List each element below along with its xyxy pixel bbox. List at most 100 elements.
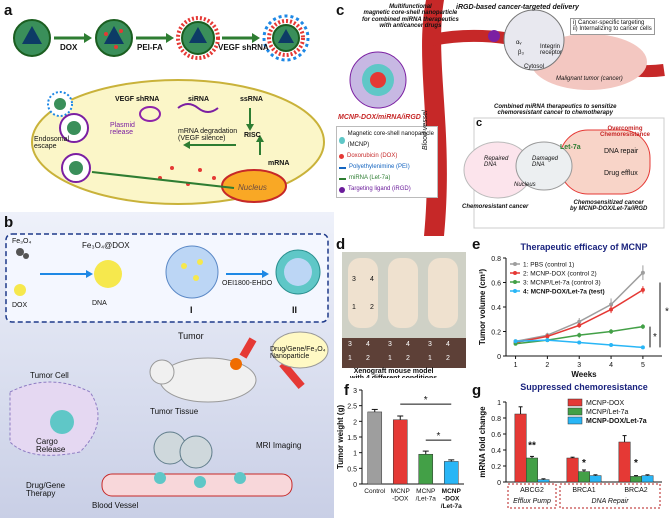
data-point (640, 324, 645, 329)
fe3o4-dox-label: Fe₃O₄@DOX (82, 241, 130, 250)
core-shell-icon (339, 136, 345, 144)
bar (630, 476, 642, 483)
chart-e: Therapeutic efficacy of MCNP00.20.40.60.… (478, 242, 669, 378)
mouse-num: 4 (370, 276, 374, 283)
delivery-title: iRGD-based cancer-targeted delivery (456, 4, 579, 11)
legend-text: Polyethylenimine (PEI) (349, 164, 410, 170)
nanoparticle-label: Drug/Gene/Fe₃O₄ Nanoparticle (270, 346, 326, 361)
dna-repair-label: DNA repair (604, 148, 639, 155)
legend-swatch (567, 416, 583, 425)
ssrna-label: ssRNA (240, 96, 263, 103)
legend-label: 4: MCNP-DOX/Let-7a (test) (523, 289, 605, 296)
x-tick-label: MCNP (416, 488, 435, 495)
np-core-icon (13, 19, 51, 57)
panel-d-label: d (336, 238, 346, 253)
tumor-cell-label: Tumor Cell (30, 371, 69, 380)
mrna-degradation-label: mRNA degradation (VEGF silence) (178, 128, 238, 143)
y-tick-label: 0.4 (491, 305, 501, 312)
d-caption: Xenograft mouse model with 4 different c… (350, 368, 437, 378)
chart-title: Therapeutic efficacy of MCNP (520, 242, 647, 252)
x-tick-label: /Let-7a (441, 503, 462, 510)
plasmid-icon (139, 106, 161, 122)
legend-label: MCNP-DOX (586, 400, 624, 407)
x-tick-label: BRCA2 (624, 487, 647, 494)
x-tick-label: 4 (609, 362, 613, 369)
mouse-photo: 3 4 1 2 (342, 252, 466, 338)
y-tick-label: 1 (353, 451, 357, 458)
y-tick-label: 0 (353, 482, 357, 489)
bar (526, 457, 538, 483)
legend-text: Doxorubicin (DOX) (347, 153, 398, 159)
panel-d: d 3 4 1 2 3 4 3 4 3 4 1 2 1 2 1 2 Xenogr… (334, 238, 469, 378)
blood-vessel-c-label: Blood vessel (422, 110, 429, 150)
legend-marker (513, 280, 517, 284)
x-tick-label: ABCG2 (520, 487, 544, 494)
mouse-num: 2 (370, 304, 374, 311)
np-shrna-icon (262, 14, 310, 62)
mouse-num: 3 (352, 276, 356, 283)
y-axis-label: Tumor weight (g) (336, 405, 345, 470)
stage-one-label: I (190, 305, 193, 315)
tumor-num: 1 (388, 355, 392, 362)
y-tick-label: 0 (497, 480, 501, 487)
nucleus-label: Nucleus (238, 183, 267, 192)
x-tick-label: MCNP (442, 488, 462, 495)
panel-b-diagram (5, 233, 329, 497)
chemoresistant-label: Chemoresistant cancer (462, 204, 529, 210)
legend-text: Magnetic core-shell nanoparticle (MCNP) (347, 131, 434, 148)
legend-text: Targeting ligand (iRGD) (348, 186, 411, 192)
y-tick-label: 0.6 (491, 432, 501, 439)
chart-title: Suppressed chemoresistance (520, 382, 648, 392)
tumor-num: 2 (446, 355, 450, 362)
cytosol-label: Cytosol (524, 64, 545, 70)
tumor-num: 4 (406, 341, 410, 348)
data-point (609, 307, 614, 312)
alpha-label: αᵥ (516, 40, 522, 46)
x-tick-label: 1 (514, 362, 518, 369)
np-dox-icon (95, 19, 133, 57)
panel-a: a (0, 0, 330, 210)
targeting-points: i) Cancer-specific targeting ii) Interna… (570, 18, 655, 35)
tumor-num: 1 (348, 355, 352, 362)
group-label: Efflux Pump (513, 498, 551, 505)
let7a-label: Let-7a (560, 144, 581, 151)
chemosensitized-label: Chemosensitized cancer by MCNP-DOX/Let-7… (570, 200, 648, 213)
legend-item: Targeting ligand (iRGD) (339, 184, 435, 195)
data-point (609, 342, 614, 347)
targeting-ligand-icon (339, 186, 345, 193)
sig-star: * (424, 395, 428, 406)
tumor-num: 3 (388, 341, 392, 348)
sirna-label: siRNA (188, 96, 210, 103)
data-point (545, 334, 550, 339)
panel-a-label: a (4, 2, 13, 19)
bar (641, 475, 654, 483)
oei-label: OEI1800-EHDO (222, 280, 273, 287)
vegf-shrna-label: VEGF shRNA (115, 96, 160, 103)
data-point (640, 345, 645, 350)
legend-label: 3: MCNP/Let-7a (control 3) (523, 280, 601, 287)
legend-item: Polyethylenimine (PEI) (339, 162, 435, 173)
bar (514, 413, 527, 483)
cargo-release-label: Cargo Release (36, 437, 66, 455)
mri-label: MRI Imaging (256, 441, 302, 450)
y-tick-label: 3 (353, 388, 357, 395)
panel-g-label: g (472, 382, 482, 399)
legend-label: MCNP-DOX/Let-7a (586, 418, 647, 425)
y-tick-label: 0.8 (491, 416, 501, 423)
panel-e-label: e (472, 236, 481, 253)
y-tick-label: 0.6 (491, 281, 501, 288)
y-tick-label: 2.5 (347, 404, 357, 411)
group-box (507, 483, 557, 509)
malignant-label: Malignant tumor (cancer) (556, 76, 623, 82)
data-point (577, 333, 582, 338)
chart-g: Suppressed chemoresistance00.20.40.60.81… (478, 382, 662, 509)
beta-label: β₃ (518, 50, 524, 56)
np-pei-fa-icon (176, 16, 220, 60)
c-formula-text: MCNP-DOX/miRNA/iRGD (338, 114, 421, 121)
sig-star: * (653, 332, 657, 343)
step-dox-label: DOX (60, 43, 78, 52)
y-tick-label: 0.4 (491, 448, 501, 455)
bar (618, 441, 631, 483)
legend-marker (513, 271, 517, 275)
data-point (640, 270, 645, 275)
